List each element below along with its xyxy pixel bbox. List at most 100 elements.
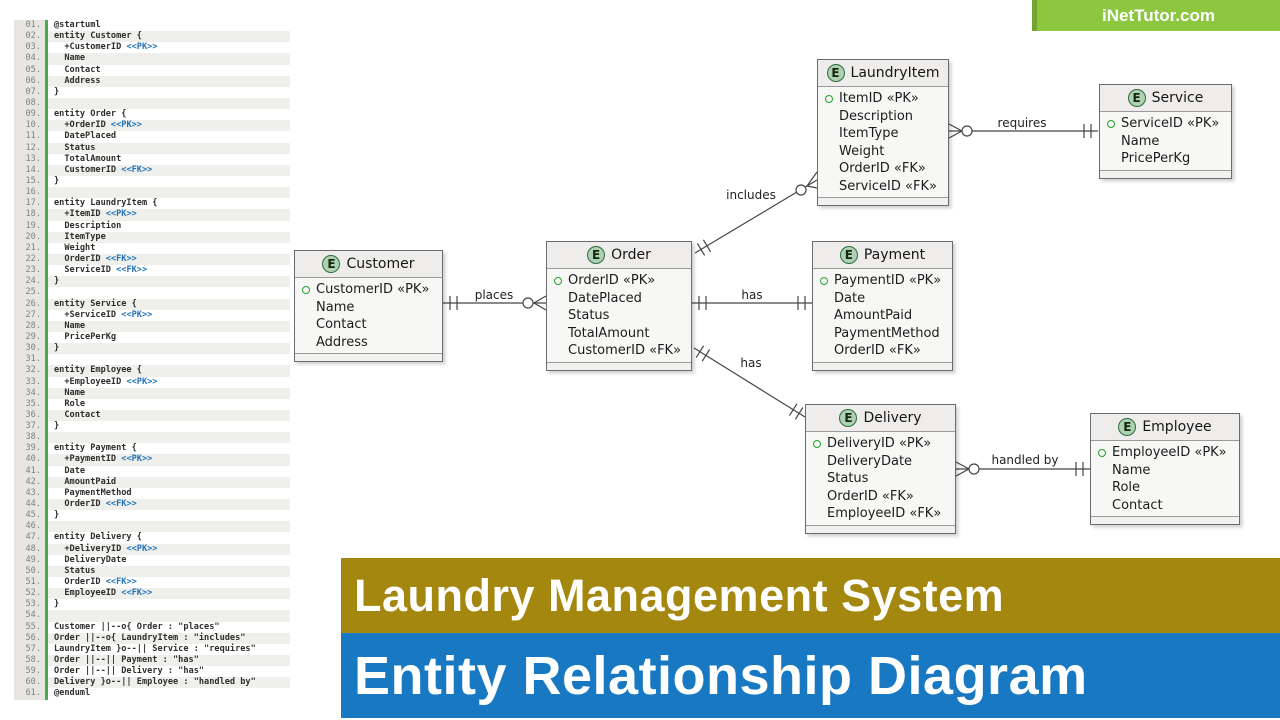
- attribute-text: OrderID «FK»: [827, 488, 914, 504]
- code-text: }: [54, 510, 60, 521]
- title-banner: Laundry Management System: [341, 558, 1280, 633]
- code-text: Order ||--|| Payment : "has": [54, 655, 199, 666]
- attribute-row: ItemType: [825, 125, 944, 143]
- code-text: +OrderID <<PK>>: [54, 120, 142, 131]
- line-number: 07.: [14, 86, 48, 98]
- line-number: 40.: [14, 454, 48, 466]
- line-number: 36.: [14, 409, 48, 422]
- relationship-label-includes: includes: [726, 188, 776, 202]
- code-line: 38.: [14, 432, 290, 444]
- code-line: 14. CustomerID <<FK>>: [14, 164, 290, 176]
- code-line: 25.: [14, 287, 290, 299]
- attribute-text: OrderID «FK»: [839, 161, 926, 177]
- line-number: 38.: [14, 432, 48, 444]
- line-number: 28.: [14, 320, 48, 332]
- line-number: 18.: [14, 209, 48, 221]
- line-number: 03.: [14, 42, 48, 54]
- pk-bullet-icon: [302, 285, 310, 294]
- line-number: 14.: [14, 164, 48, 176]
- code-text: OrderID <<FK>>: [54, 577, 137, 588]
- code-text: +EmployeeID <<PK>>: [54, 376, 158, 387]
- entity-footer: [813, 361, 952, 370]
- line-number: 11.: [14, 131, 48, 143]
- code-text: TotalAmount: [54, 153, 122, 164]
- attribute-row: ServiceID «FK»: [825, 178, 944, 196]
- code-line: 41. Date: [14, 465, 290, 477]
- attribute-text: DeliveryID «PK»: [827, 436, 932, 452]
- line-number: 23.: [14, 265, 48, 277]
- entity-header: E Employee: [1091, 414, 1239, 441]
- line-number: 60.: [14, 677, 48, 689]
- line-number: 27.: [14, 309, 48, 321]
- attribute-row: TotalAmount: [554, 325, 687, 343]
- code-text: +PaymentID <<PK>>: [54, 454, 153, 465]
- line-number: 41.: [14, 465, 48, 477]
- code-line: 42. AmountPaid: [14, 476, 290, 488]
- code-line: 36. Contact: [14, 409, 290, 422]
- subtitle-banner: Entity Relationship Diagram: [341, 633, 1280, 718]
- code-line: 16.: [14, 187, 290, 199]
- code-text: }: [54, 343, 60, 354]
- connector-handled-by: [955, 461, 1090, 477]
- attribute-text: EmployeeID «FK»: [827, 506, 942, 522]
- entity-header: E Delivery: [806, 405, 955, 432]
- entity-footer: [547, 361, 691, 370]
- attribute-row: AmountPaid: [820, 307, 948, 325]
- watermark-banner: iNetTutor.com: [1032, 0, 1280, 31]
- relationship-label-has-payment: has: [741, 288, 763, 302]
- line-number: 59.: [14, 666, 48, 678]
- code-line: 37.}: [14, 421, 290, 433]
- code-text: Order ||--o{ LaundryItem : "includes": [54, 632, 246, 643]
- line-number: 02.: [14, 31, 48, 43]
- attribute-row: DeliveryID «PK»: [813, 435, 951, 453]
- code-line: 22. OrderID <<FK>>: [14, 253, 290, 266]
- code-text: Date: [54, 465, 86, 476]
- code-text: Name: [54, 320, 86, 331]
- attribute-text: Name: [1121, 133, 1160, 149]
- line-number: 13.: [14, 153, 48, 165]
- entity-stereotype-icon: E: [839, 246, 858, 264]
- attribute-text: Name: [1112, 462, 1151, 478]
- code-line: 51. OrderID <<FK>>: [14, 577, 290, 589]
- attribute-text: PricePerKg: [1121, 151, 1191, 167]
- attribute-text: Contact: [1112, 497, 1163, 513]
- entity-stereotype-icon: E: [839, 409, 858, 427]
- attribute-row: Name: [302, 299, 438, 317]
- attribute-text: PaymentMethod: [834, 325, 940, 341]
- code-line: 10. +OrderID <<PK>>: [14, 120, 290, 132]
- attribute-row: Weight: [825, 143, 944, 161]
- pk-bullet-icon: [1107, 119, 1115, 128]
- code-text: entity Payment {: [54, 443, 137, 454]
- code-line: 61.@enduml: [14, 688, 290, 700]
- code-line: 27. +ServiceID <<PK>>: [14, 309, 290, 321]
- attribute-row: ItemID «PK»: [825, 90, 944, 108]
- code-line: 32.entity Employee {: [14, 365, 290, 377]
- code-line: 40. +PaymentID <<PK>>: [14, 454, 290, 466]
- relationship-label-handled-by: handled by: [991, 453, 1059, 467]
- code-text: Address: [54, 75, 101, 86]
- attribute-text: ServiceID «PK»: [1121, 116, 1220, 132]
- code-line: 49. DeliveryDate: [14, 554, 290, 566]
- code-text: Contact: [54, 64, 101, 75]
- code-line: 15.}: [14, 175, 290, 188]
- attribute-row: ServiceID «PK»: [1107, 115, 1227, 133]
- attribute-row: PaymentMethod: [820, 325, 948, 343]
- attribute-text: Contact: [316, 317, 367, 333]
- line-number: 32.: [14, 365, 48, 377]
- entity-title: Order: [611, 247, 651, 263]
- line-number: 49.: [14, 554, 48, 566]
- code-line: 08.: [14, 97, 290, 110]
- code-line: 39.entity Payment {: [14, 443, 290, 455]
- attribute-row: CustomerID «FK»: [554, 342, 687, 360]
- entity-title: Customer: [346, 256, 415, 272]
- code-line: 17.entity LaundryItem {: [14, 198, 290, 210]
